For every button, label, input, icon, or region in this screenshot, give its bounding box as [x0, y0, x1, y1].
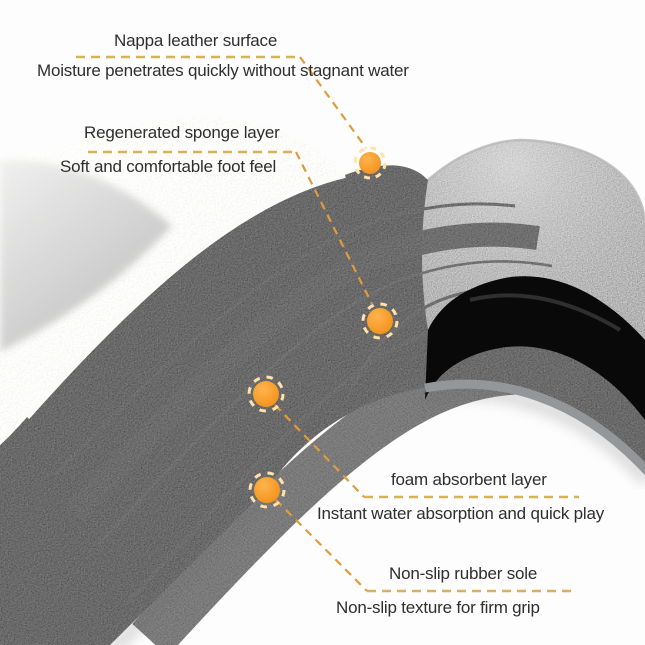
edge-strip	[424, 379, 645, 476]
callout-line-4	[275, 499, 368, 592]
marker-ring-icon	[247, 375, 285, 413]
annotation-2-subtitle: Soft and comfortable foot feel	[60, 157, 277, 176]
annotation-4-subtitle: Non-slip texture for firm grip	[336, 598, 540, 617]
layer-marker-3	[247, 375, 285, 413]
layer-marker-2	[361, 302, 399, 340]
marker-ring-icon	[353, 146, 387, 180]
marker-dot-icon	[253, 381, 279, 407]
layer-seam-1	[53, 202, 516, 477]
annotation-2-title: Regenerated sponge layer	[84, 123, 280, 142]
fabric-edge-highlight	[24, 172, 346, 419]
layer-marker-4	[248, 471, 286, 509]
annotation-1-subtitle: Moisture penetrates quickly without stag…	[37, 61, 409, 80]
foam-layer	[66, 222, 540, 521]
annotation-3-subtitle: Instant water absorption and quick play	[317, 504, 605, 523]
sponge-layer-wedge	[0, 159, 172, 352]
callout-line-3	[274, 404, 365, 498]
marker-dot-icon	[359, 152, 381, 174]
layer-marker-1	[353, 146, 387, 180]
marker-dot-icon	[254, 477, 280, 503]
annotation-1-title: Nappa leather surface	[114, 31, 278, 50]
layer-seam-4	[348, 290, 469, 393]
layer-seam-2	[97, 260, 553, 546]
marker-dot-icon	[367, 308, 393, 334]
callout-line-1	[299, 56, 367, 149]
callout-line-2	[295, 151, 373, 305]
annotation-4-title: Non-slip rubber sole	[389, 564, 538, 583]
marker-ring-icon	[361, 302, 399, 340]
curl-inner-highlight	[469, 293, 622, 332]
marker-ring-icon	[248, 471, 286, 509]
layer-markers	[247, 146, 399, 509]
annotation-3-title: foam absorbent layer	[391, 470, 547, 489]
dome-top-highlight	[427, 138, 645, 227]
mesh-texture-band	[132, 346, 592, 645]
